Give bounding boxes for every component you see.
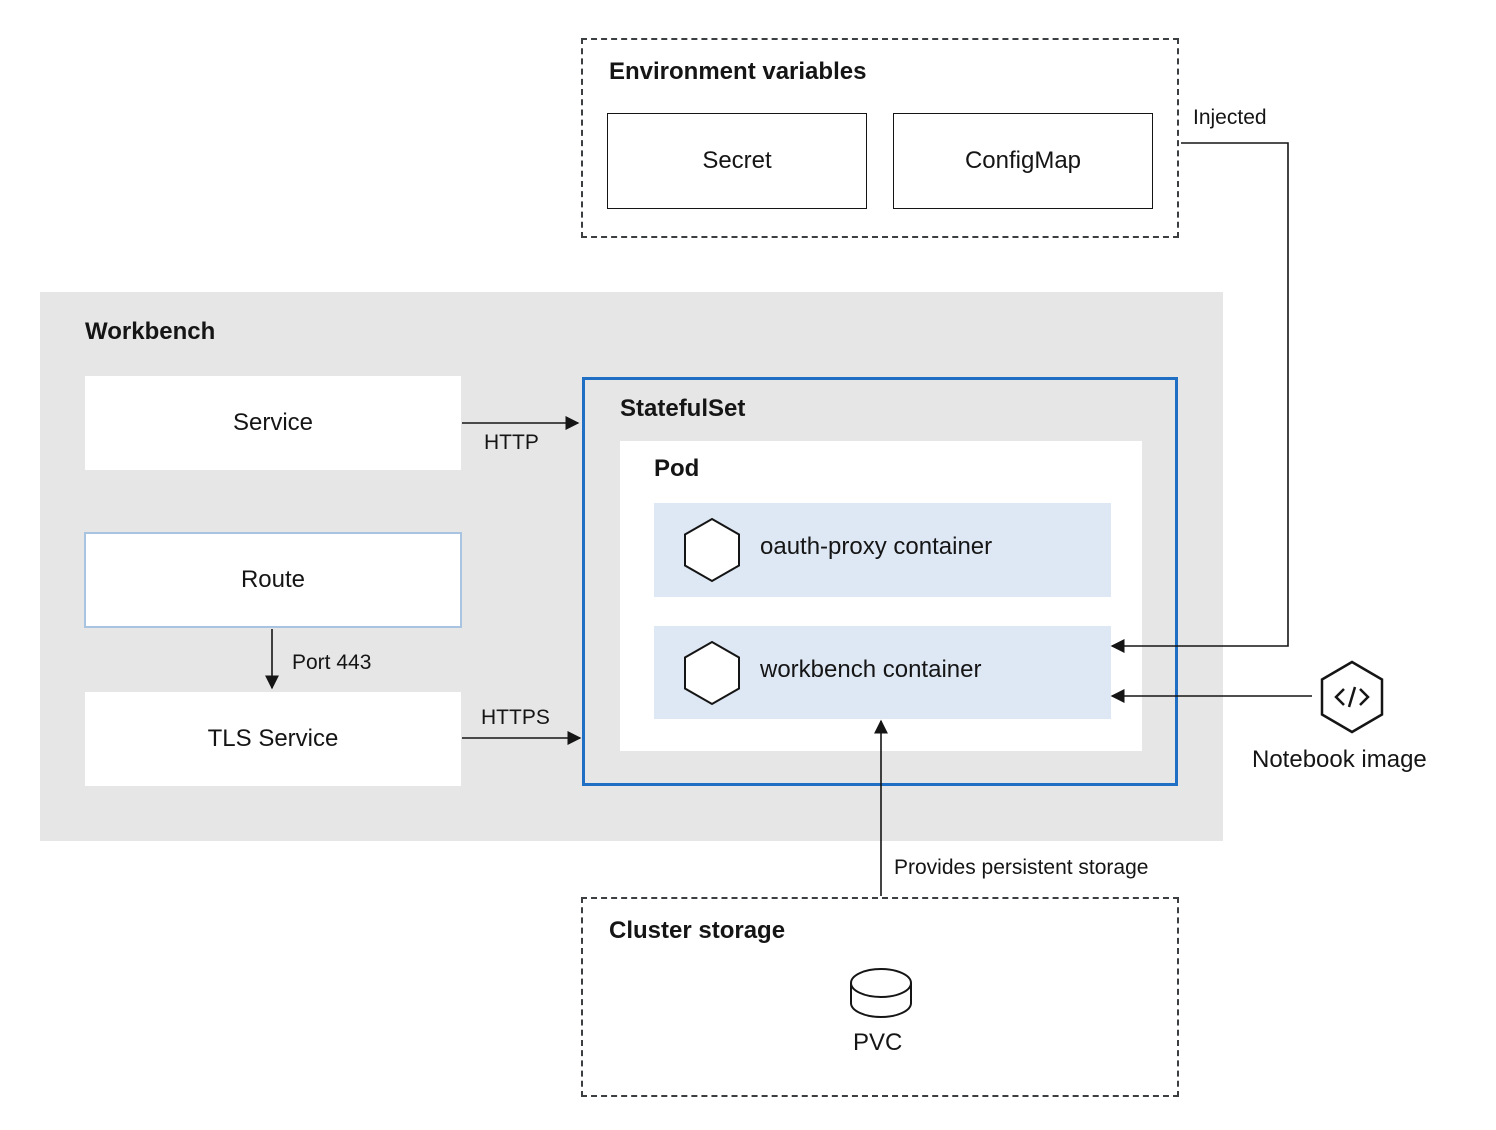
https-label: HTTPS: [481, 706, 550, 729]
workbench-title: Workbench: [85, 318, 216, 345]
statefulset-box: StatefulSet: [582, 377, 1178, 786]
injected-connector: [1110, 142, 1289, 653]
tls-service-box: TLS Service: [85, 692, 461, 786]
env-vars-group: Environment variables: [581, 38, 1179, 238]
statefulset-title: StatefulSet: [620, 395, 746, 422]
notebook-image-label: Notebook image: [1252, 746, 1427, 773]
cluster-storage-title: Cluster storage: [609, 917, 786, 944]
service-box: Service: [85, 376, 461, 470]
injected-label: Injected: [1193, 106, 1267, 129]
secret-label: Secret: [702, 147, 772, 174]
workbench-container-label: workbench container: [760, 656, 982, 683]
hexagon-icon: [684, 517, 740, 583]
route-label: Route: [240, 566, 306, 593]
service-label: Service: [232, 409, 314, 436]
hexagon-icon: [684, 640, 740, 706]
pod-title: Pod: [654, 455, 700, 482]
configmap-label: ConfigMap: [964, 147, 1082, 174]
code-icon: [1320, 660, 1384, 734]
workbench-container: workbench container: [654, 626, 1111, 719]
cluster-storage-group: Cluster storage: [581, 897, 1179, 1097]
secret-box: Secret: [607, 113, 867, 209]
http-label: HTTP: [484, 431, 539, 454]
port-label: Port 443: [292, 651, 372, 674]
oauth-proxy-label: oauth-proxy container: [760, 533, 993, 560]
database-icon: [850, 968, 912, 1018]
tls-service-label: TLS Service: [207, 725, 339, 752]
env-vars-title: Environment variables: [609, 58, 867, 85]
oauth-proxy-container: oauth-proxy container: [654, 503, 1111, 597]
provides-storage-label: Provides persistent storage: [894, 856, 1149, 879]
pvc-label: PVC: [853, 1029, 903, 1056]
configmap-box: ConfigMap: [893, 113, 1153, 209]
route-box: Route: [84, 532, 462, 628]
